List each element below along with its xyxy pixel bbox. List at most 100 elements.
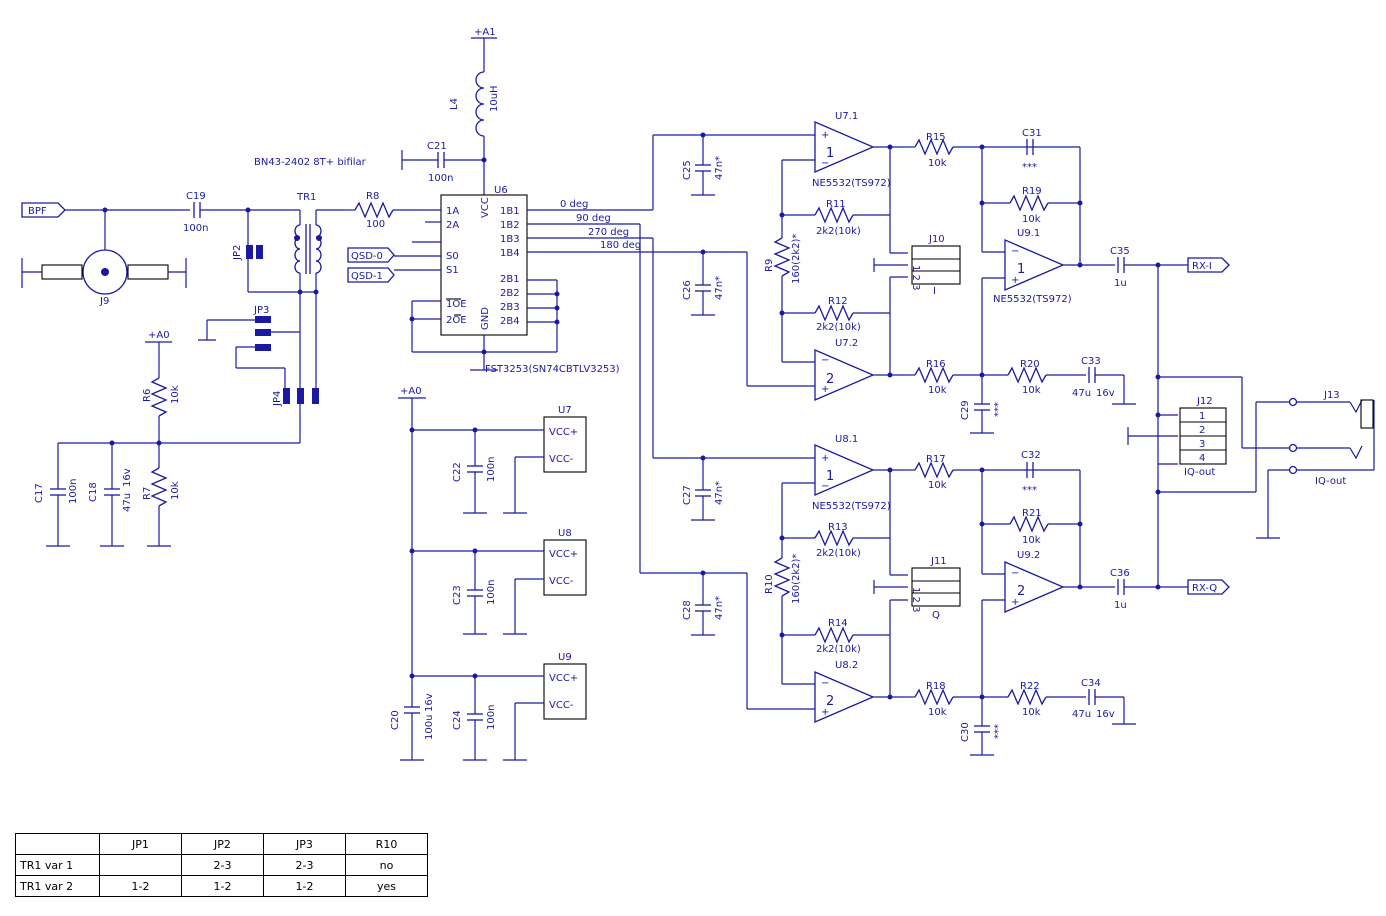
svg-text:−: −	[821, 158, 829, 169]
u72-unit: 2	[826, 372, 834, 387]
r13-ref: R13	[828, 522, 848, 533]
qsd0-label: QSD-0	[351, 251, 383, 262]
r19-value: 10k	[1022, 214, 1041, 225]
u92-ref: U9.2	[1017, 550, 1040, 561]
u6-mux: U6 1A 2A S0 S1 1OE 2OE 1B1 1B2 1B3 1B4 2…	[409, 185, 641, 375]
table-cell: TR1 var 2	[15, 875, 100, 897]
j11-label: Q	[932, 610, 940, 621]
c32-ref: C32	[1021, 450, 1041, 461]
mux-pin-1b4: 1B4	[500, 248, 520, 259]
l4-ref: L4	[449, 98, 460, 110]
c32-value: ***	[1022, 485, 1037, 496]
r9-resistor: R9 160(2k2)*	[764, 234, 802, 290]
r16-resistor: R16 10k	[905, 359, 1008, 396]
svg-text:+: +	[821, 707, 829, 718]
r11-resistor: R11 2k2(10k)	[782, 199, 890, 237]
u71-part: NE5532(TS972)	[812, 178, 891, 189]
c20-value: 100u	[424, 715, 435, 740]
qsd0-port: QSD-0	[347, 247, 441, 263]
bpf-port: BPF	[21, 202, 190, 250]
table-cell	[99, 854, 182, 876]
svg-text:+: +	[1011, 275, 1019, 286]
transformer-note: BN43-2402 8T+ bifilar	[254, 157, 367, 168]
jp4-ref: JP4	[272, 391, 283, 407]
mux-pin-2b1: 2B1	[500, 274, 520, 285]
r12-ref: R12	[828, 296, 848, 307]
j10-jumper: J10 1 2 3 I	[873, 147, 961, 375]
r14-value: 2k2(10k)	[816, 644, 861, 655]
table-cell: no	[345, 854, 428, 876]
table-cell: yes	[345, 875, 428, 897]
r22-value: 10k	[1022, 707, 1041, 718]
u8-supply-block: U8 VCC+ VCC- C23 100n	[412, 528, 587, 635]
j12-pin-2: 2	[1199, 425, 1205, 436]
jp4-jumper: JP4	[272, 385, 319, 443]
r7-ref: R7	[142, 487, 153, 500]
mux-pin-2b3: 2B3	[500, 302, 520, 313]
jp2-jumper: JP2	[232, 210, 263, 292]
c32-capacitor: C32 ***	[1021, 450, 1081, 587]
c29-capacitor: C29 ***	[960, 375, 1004, 434]
c22-value: 100n	[486, 457, 497, 482]
r9-ref: R9	[764, 259, 775, 272]
j12-pin-1: 1	[1199, 411, 1205, 422]
u81-opamp: + − 1 U8.1 NE5532(TS972)	[779, 434, 905, 558]
mux-pin-2a: 2A	[446, 220, 459, 231]
table-header-cell: JP3	[263, 833, 346, 855]
svg-text:+: +	[821, 130, 829, 141]
r8-ref: R8	[366, 191, 379, 202]
r13-value: 2k2(10k)	[816, 548, 861, 559]
c21-ref: C21	[427, 141, 447, 152]
c33-rating: 16v	[1096, 388, 1115, 399]
u72-ref: U7.2	[835, 338, 858, 349]
r16-value: 10k	[928, 385, 947, 396]
j10-ref: J10	[928, 234, 945, 245]
j12-label: IQ-out	[1184, 467, 1215, 478]
c28-capacitor: C28 47n*	[682, 573, 725, 636]
u9-vn: VCC-	[549, 700, 574, 711]
r21-resistor: R21 10k	[979, 470, 1083, 574]
c34-rating: 16v	[1096, 709, 1115, 720]
r19-resistor: R19 10k	[979, 147, 1083, 252]
table-header-cell: JP2	[181, 833, 264, 855]
c21-value: 100n	[428, 173, 453, 184]
mux-pin-1b2: 1B2	[500, 220, 520, 231]
r11-value: 2k2(10k)	[816, 226, 861, 237]
mux-pin-1oe: 1OE	[446, 299, 467, 310]
u9-ref: U9	[558, 652, 572, 663]
c27-ref: C27	[682, 485, 693, 505]
u6-ref: U6	[494, 185, 508, 196]
svg-text:+: +	[1011, 597, 1019, 608]
r22-resistor: R22 10k	[1007, 681, 1086, 718]
phase-0: 0 deg	[560, 199, 588, 210]
c33-value: 47u	[1072, 388, 1091, 399]
bpf-label: BPF	[28, 206, 47, 217]
c18-rating: 16v	[122, 468, 133, 487]
svg-text:+: +	[821, 453, 829, 464]
u82-opamp: − + 2 U8.2	[779, 612, 905, 723]
c34-capacitor: C34 47u 16v	[1072, 678, 1136, 725]
r21-value: 10k	[1022, 535, 1041, 546]
mux-gnd: GND	[480, 307, 491, 330]
u6-part: FST3253(SN74CBTLV3253)	[485, 364, 620, 375]
u91-opamp: − + 1 U9.1 NE5532(TS972)	[981, 228, 1115, 375]
u7-supply-block: U7 VCC+ VCC- C22 100n	[412, 405, 587, 514]
r19-ref: R19	[1022, 186, 1042, 197]
c25-ref: C25	[682, 160, 693, 180]
table-cell: 1-2	[99, 875, 182, 897]
jumper-table: JP1 JP2 JP3 R10 TR1 var 1 2-3 2-3 no TR1…	[15, 833, 428, 897]
table-row: TR1 var 1 2-3 2-3 no	[15, 854, 428, 876]
c24-ref: C24	[452, 710, 463, 730]
j12-ref: J12	[1196, 396, 1213, 407]
mux-pin-1b3: 1B3	[500, 234, 520, 245]
c36-capacitor: C36 1u	[1110, 568, 1188, 611]
mux-pin-s0: S0	[446, 251, 459, 262]
u81-ref: U8.1	[835, 434, 858, 445]
l4-value: 10uH	[489, 85, 500, 112]
c20-rating: 16v	[424, 693, 435, 712]
j9-ref: J9	[99, 296, 109, 307]
c35-capacitor: C35 1u	[1110, 246, 1188, 289]
j11-ref: J11	[930, 556, 947, 567]
j13-jack: J13 IQ-out	[1256, 390, 1375, 539]
r20-ref: R20	[1020, 359, 1040, 370]
